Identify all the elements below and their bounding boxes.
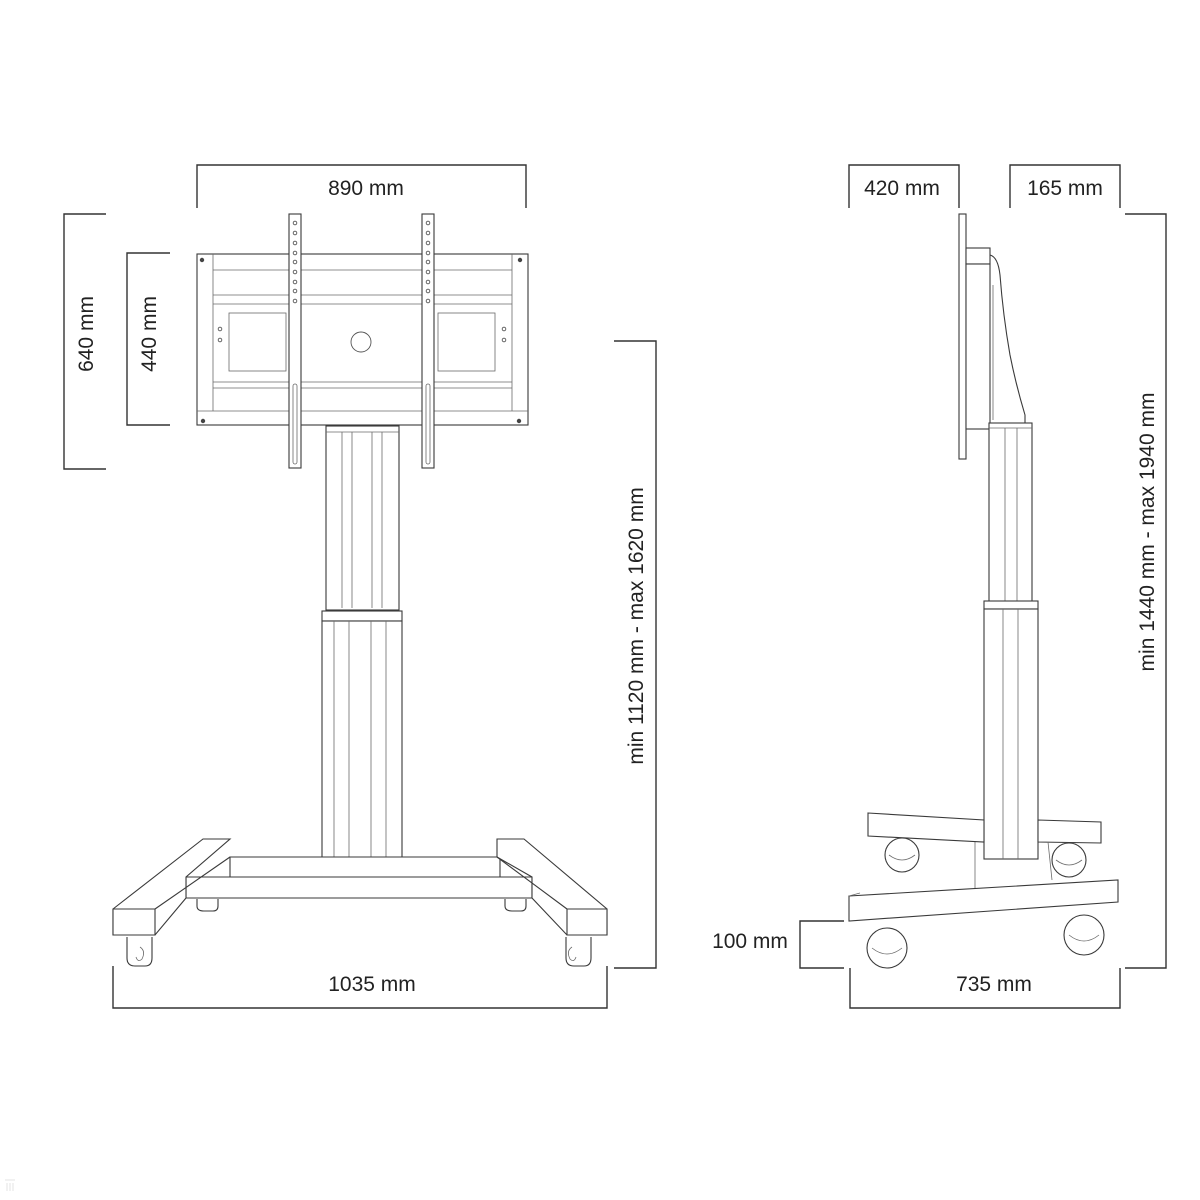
dimension-1035: 1035 mm (112, 966, 608, 1009)
dim-label-735: 735 mm (956, 973, 1032, 996)
dimension-100: 100 mm (712, 920, 844, 969)
dim-label-440: 440 mm (138, 296, 161, 372)
column-upper-front (325, 425, 400, 611)
dimension-165: 165 mm (1009, 164, 1121, 208)
dim-label-420: 420 mm (864, 177, 940, 200)
casters-front (126, 899, 592, 967)
base-side (848, 812, 1119, 922)
mount-plate-side (958, 213, 1026, 460)
dimension-height-side: min 1440 mm - max 1940 mm (1125, 213, 1167, 969)
column-lower-front (321, 610, 403, 875)
watermark-mark (5, 1179, 15, 1191)
dim-label-1035: 1035 mm (328, 973, 416, 996)
column-upper-side (988, 422, 1033, 607)
dimension-735: 735 mm (849, 968, 1121, 1009)
vesa-arm-left (288, 213, 302, 469)
dimension-440: 440 mm (126, 252, 170, 426)
front-view: 890 mm 640 mm 440 mm min 1120 mm - max 1… (63, 164, 657, 1009)
casters-side (866, 837, 1105, 969)
dimension-890: 890 mm (196, 164, 527, 208)
dim-label-height-front: min 1120 mm - max 1620 mm (625, 487, 648, 764)
vesa-arm-right (421, 213, 435, 469)
base-front (112, 838, 608, 936)
dimension-420: 420 mm (848, 164, 960, 208)
side-view: 420 mm 165 mm min 1440 mm - max 1940 mm … (712, 164, 1167, 1009)
dimension-640: 640 mm (63, 213, 106, 470)
dim-label-890: 890 mm (328, 177, 404, 200)
dim-label-height-side: min 1440 mm - max 1940 mm (1136, 393, 1159, 672)
dim-label-165: 165 mm (1027, 177, 1103, 200)
dim-label-640: 640 mm (75, 296, 98, 372)
dimension-height-front: min 1120 mm - max 1620 mm (614, 340, 657, 969)
vesa-mount-plate (196, 253, 529, 426)
column-lower-side (983, 600, 1039, 860)
dim-label-100: 100 mm (712, 930, 788, 953)
